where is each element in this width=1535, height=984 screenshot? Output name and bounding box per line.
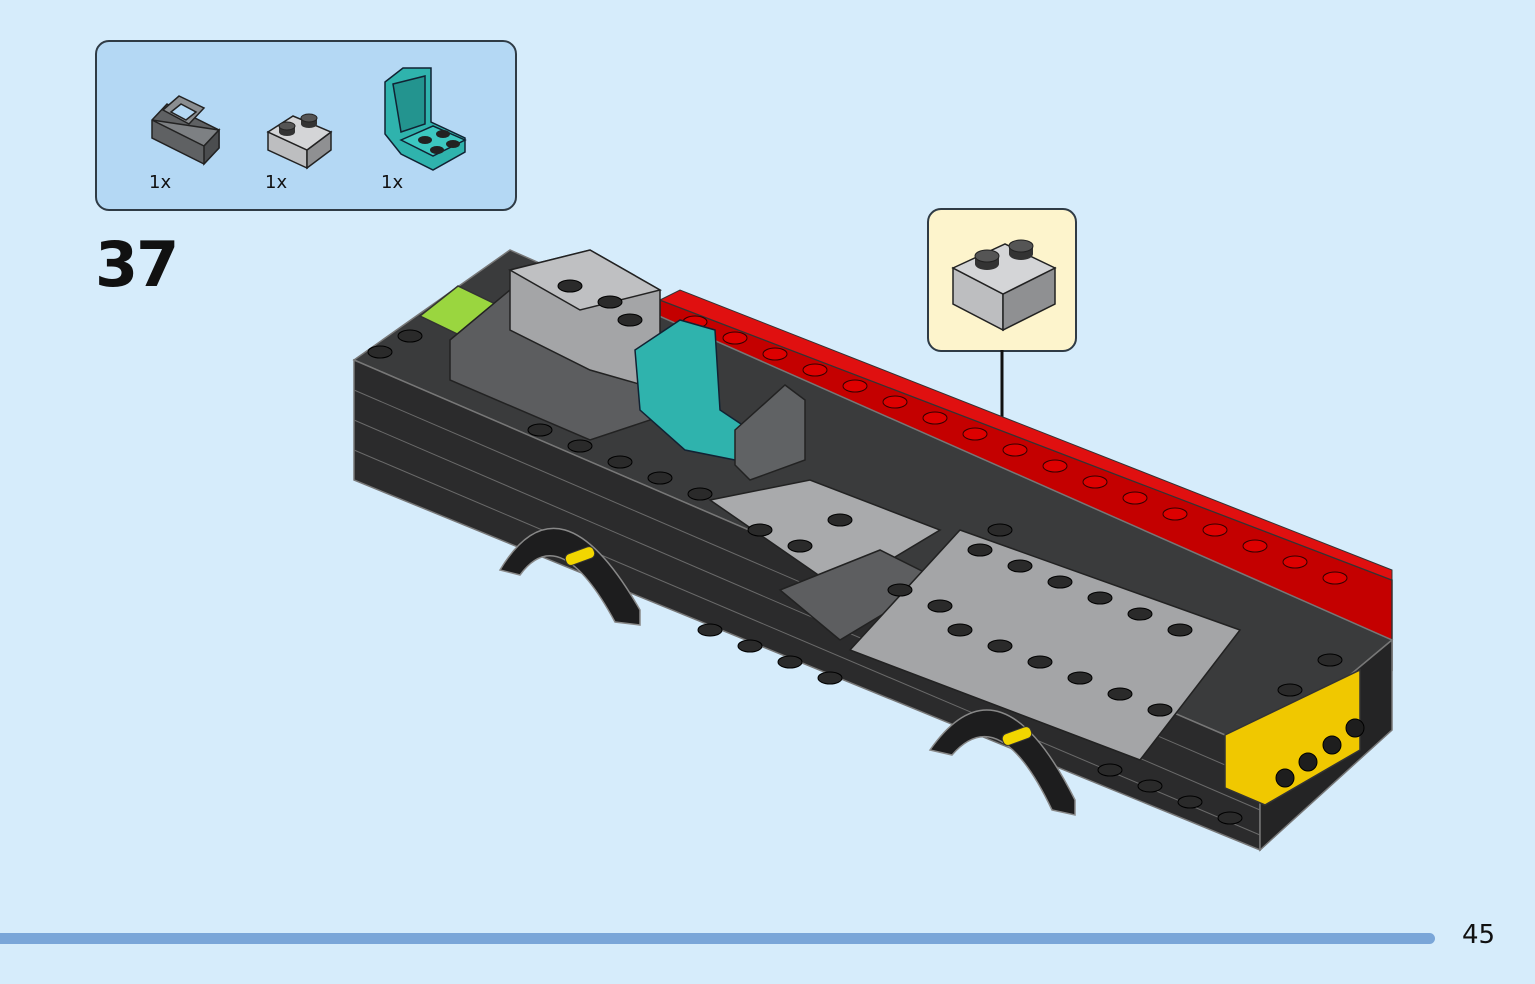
light-gray-brick-1x2-icon (951, 239, 1057, 332)
part-qty: 1x (381, 172, 404, 193)
part-qty: 1x (265, 172, 288, 193)
parts-list-box: 1x 1x 1x (95, 40, 517, 211)
step-number: 37 (95, 228, 179, 301)
part-seat: 1x (381, 62, 481, 202)
bus-chassis-assembly-icon (352, 249, 1394, 852)
part-handle-plate: 1x (149, 62, 249, 202)
footer-bar (0, 933, 1435, 944)
part-qty: 1x (149, 172, 172, 193)
callout-box (927, 208, 1077, 352)
dark-gray-handle-plate-icon (151, 95, 221, 166)
part-brick-1x2: 1x (265, 62, 365, 202)
page-number: 45 (1462, 920, 1496, 950)
teal-seat-icon (384, 67, 467, 171)
light-gray-brick-1x2-icon (266, 113, 333, 170)
